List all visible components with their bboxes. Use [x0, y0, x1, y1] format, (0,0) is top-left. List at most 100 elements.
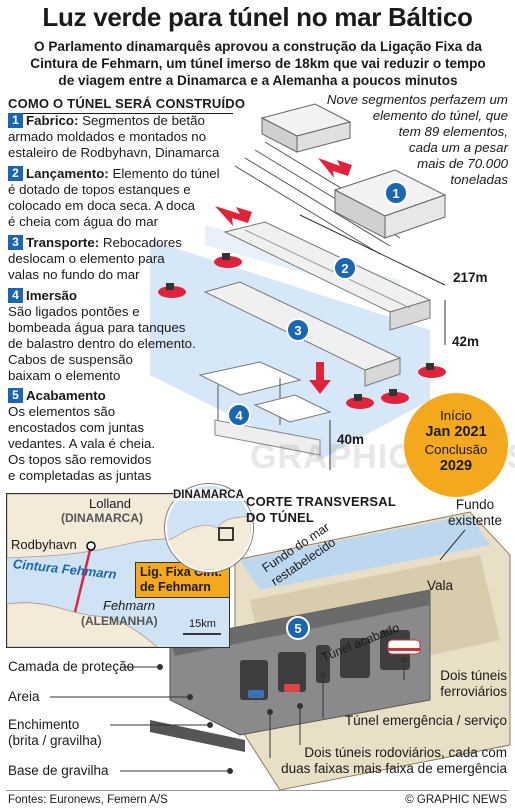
step-text: Os elementos são	[8, 404, 116, 419]
label-existing-bed: Fundo existente	[448, 497, 502, 529]
step-marker	[333, 256, 357, 280]
label-line: Fundo	[455, 497, 495, 512]
callout-line: de Fehmarn	[140, 580, 211, 594]
map-label-fehmarn: Fehmarn	[103, 598, 156, 613]
step-text: São ligados pontões e	[8, 304, 140, 319]
step-text: Segmentos de betão	[82, 113, 205, 128]
badge-end-label: Conclusão	[424, 442, 488, 457]
dimension-width: 42m	[452, 334, 480, 349]
arrow	[318, 158, 352, 178]
step-text: Rebocadores	[102, 235, 182, 250]
gravel-base	[150, 720, 245, 752]
map-scale: 15km	[189, 618, 216, 630]
globe-drawing	[167, 486, 251, 570]
section-heading: COMO O TÚNEL SERÁ CONSTRUÍDO	[8, 96, 246, 111]
step-number: 1	[8, 113, 23, 128]
step-text: baixam o elemento	[8, 368, 121, 383]
step-number: 4	[8, 288, 23, 303]
tugboat	[214, 253, 242, 268]
divider	[8, 113, 233, 114]
step-text: de balastro dentro do elemento.	[8, 336, 196, 351]
step-text: é cheia com água do mar	[8, 214, 159, 229]
tunnel-segment	[260, 103, 352, 153]
svg-text:5: 5	[294, 621, 301, 636]
car-icon	[248, 690, 264, 698]
dimension-length: 217m	[453, 270, 488, 285]
note-line: tem 89 elementos,	[398, 124, 508, 139]
title-line: DO TÚNEL	[246, 510, 315, 525]
svg-text:3: 3	[294, 323, 301, 338]
step-number: 5	[8, 388, 23, 403]
subtitle-line: de viagem entre a Dinamarca e a Alemanha…	[58, 73, 458, 88]
label-line: Dois túneis rodoviários, cada com	[304, 745, 507, 760]
leader-lines	[50, 664, 233, 774]
arrow	[215, 206, 252, 226]
step-text: Os topos são removidos	[8, 452, 152, 467]
step-text: armado moldados e montados no	[8, 129, 207, 144]
map-label-lolland: Lolland	[89, 496, 131, 511]
label-gravel-base: Base de gravilha	[8, 763, 109, 778]
badge-start-label: Início	[440, 408, 472, 423]
tugboat	[346, 394, 374, 409]
label-sand: Areia	[8, 689, 40, 704]
step-text: Elemento do túnel	[112, 166, 220, 181]
step-text: encostados com juntas	[8, 420, 145, 435]
step-marker	[286, 318, 310, 342]
step-text: bombeada água para tanques	[8, 320, 186, 335]
step-text: colocado em doca seca. A doca	[8, 198, 196, 213]
step-number: 3	[8, 235, 23, 250]
immersion-rig	[198, 361, 332, 456]
badge-start-date: Jan 2021	[425, 424, 487, 440]
tugboat	[158, 283, 186, 298]
label-line: ferroviários	[440, 684, 507, 699]
note-line: Nove segmentos perfazem um	[326, 92, 508, 107]
dimension-line	[299, 214, 446, 286]
step-text: vedantes. A vala é cheia.	[8, 436, 156, 451]
tugboat	[418, 363, 446, 378]
step-name: Fabrico:	[26, 113, 79, 128]
label-emergency-tunnel: Túnel emergência / serviço	[344, 713, 507, 728]
label-line: duas faixas mais faixa de emergência	[281, 761, 507, 776]
step-text: estaleiro de Rodbyhavn, Dinamarca	[8, 145, 220, 160]
tugboat	[381, 389, 409, 404]
label-road-tunnels: Dois túneis rodoviários, cada com duas f…	[281, 745, 507, 777]
note-line: elemento do túnel, que	[372, 108, 508, 123]
map-label-rodbyhavn: Rodbyhavn	[11, 537, 77, 552]
timeline-badge: Início Jan 2021 Conclusão 2029	[404, 393, 508, 497]
car-icon	[284, 684, 300, 692]
step-name: Transporte:	[26, 235, 100, 250]
step-name: Lançamento:	[26, 166, 109, 181]
label-rail-tunnels: Dois túneis ferroviários	[440, 668, 507, 700]
divider	[6, 790, 509, 791]
label-line: Dois túneis	[440, 668, 507, 683]
step-text: Cabos de suspensão	[8, 352, 133, 367]
leader-lines	[267, 529, 466, 758]
svg-text:1: 1	[392, 186, 399, 201]
note-line: mais de 70.000	[417, 156, 508, 171]
note-line: toneladas	[450, 172, 508, 187]
svg-text:2: 2	[341, 261, 348, 276]
map-label-germany: (ALEMANHA)	[81, 614, 158, 628]
page-title: Luz verde para túnel no mar Báltico	[42, 2, 473, 32]
label-line: existente	[448, 513, 503, 528]
step-text: deslocam o elemento para	[8, 251, 165, 266]
map-label-denmark: (DINAMARCA)	[61, 511, 143, 525]
svg-text:4: 4	[235, 408, 243, 423]
step-text: e completadas as juntas	[8, 468, 152, 483]
step-text: valas no fundo do mar	[8, 267, 140, 282]
step-marker	[286, 616, 310, 640]
label-fill-detail: (brita / gravilha)	[8, 733, 102, 748]
title-line: CORTE TRANSVERSAL	[246, 494, 397, 509]
map-link-callout: Lig. Fixa Cint. de Fehmarn	[135, 562, 229, 598]
train-icon	[387, 639, 421, 655]
label-trench: Vala	[427, 578, 454, 593]
step-text: é dotado de topos estanques e	[8, 182, 191, 197]
step-name: Acabamento	[26, 388, 106, 403]
element-note: Nove segmentos perfazem um elemento do t…	[290, 92, 508, 188]
subtitle-line: O Parlamento dinamarquês aprovou a const…	[34, 39, 482, 54]
